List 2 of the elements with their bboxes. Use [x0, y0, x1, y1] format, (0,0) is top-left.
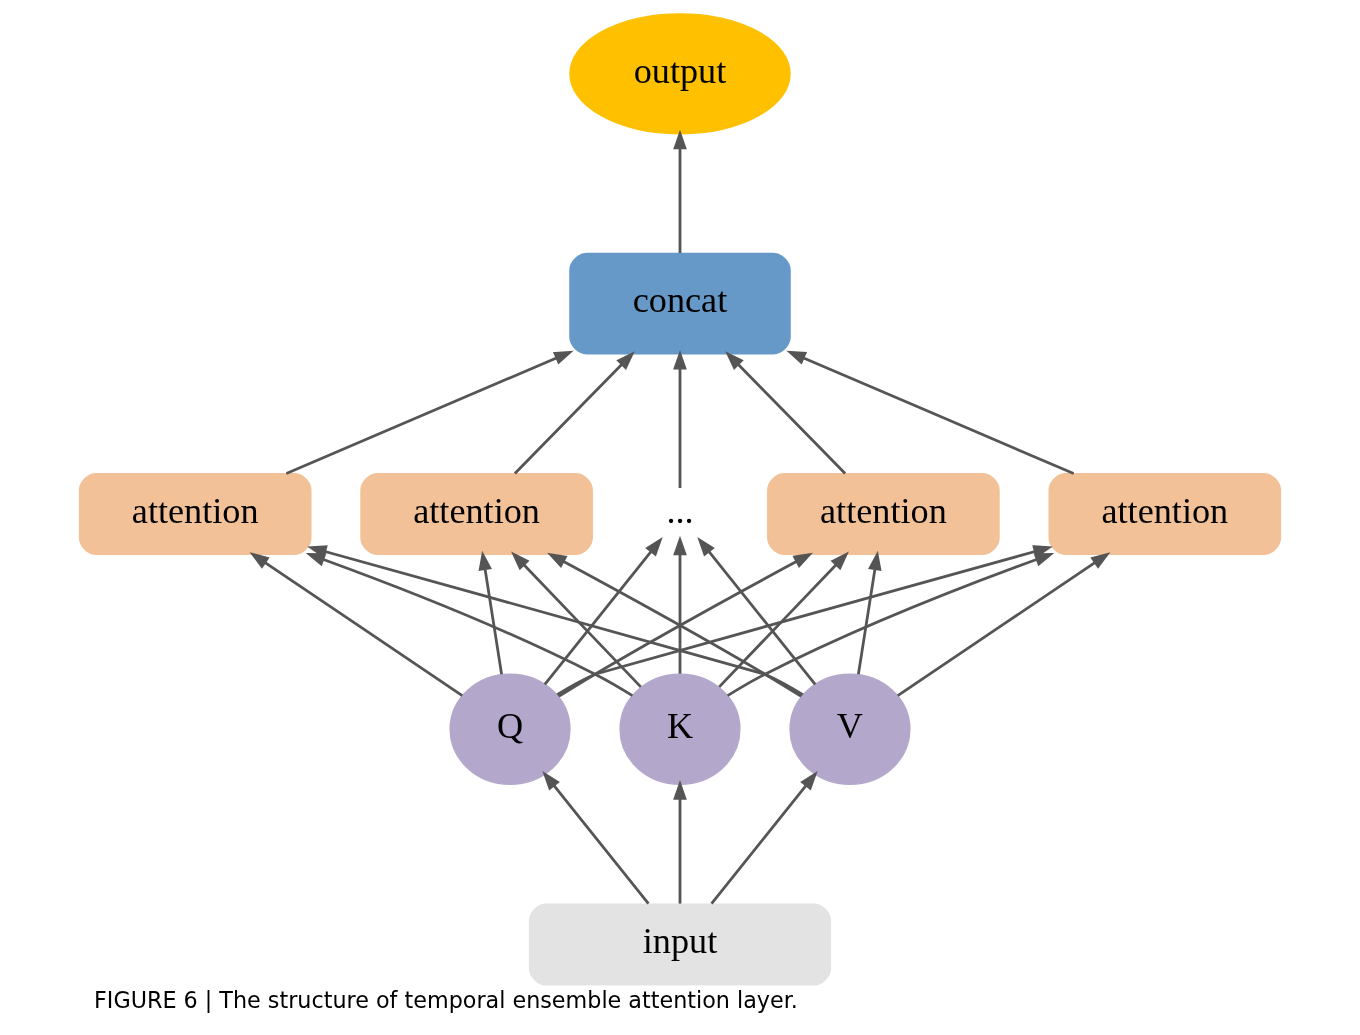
caption: FIGURE 6 | The structure of temporal ensemble attention layer.: [94, 987, 798, 1014]
node-text: ...: [666, 490, 694, 531]
